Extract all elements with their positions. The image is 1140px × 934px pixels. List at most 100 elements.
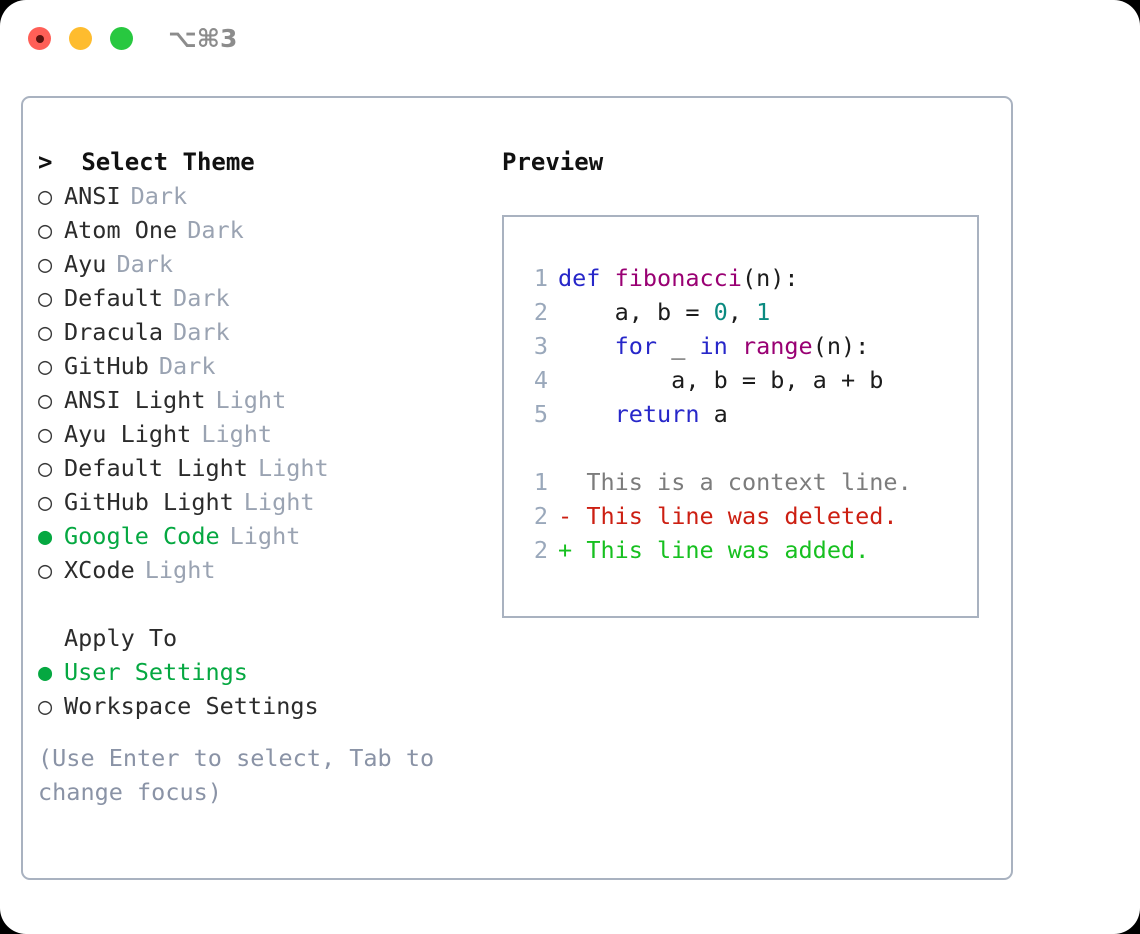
code-token: a, b = b, a + b: [558, 366, 884, 394]
code-line: 5 return a: [504, 397, 977, 431]
line-number: 2: [533, 298, 548, 326]
theme-list-item[interactable]: ○ Dracula Dark: [38, 315, 478, 349]
preview-gap: [504, 431, 977, 465]
apply-to-list: ● User Settings ○ Workspace Settings: [38, 655, 478, 723]
theme-list-item[interactable]: ○ Atom One Dark: [38, 213, 478, 247]
keyboard-hint-text: (Use Enter to select, Tab to change focu…: [38, 744, 435, 806]
code-token: return: [614, 400, 700, 428]
maximize-button[interactable]: [110, 27, 133, 50]
line-number: 4: [533, 366, 548, 394]
code-token: in: [699, 332, 728, 360]
radio-selected-icon[interactable]: ●: [38, 522, 53, 550]
code-token: fibonacci: [614, 264, 742, 292]
code-token: [558, 400, 615, 428]
diff-marker-gap: [572, 468, 586, 496]
theme-category-badge: Dark: [116, 250, 174, 278]
diff-text: This is a context line.: [586, 468, 912, 496]
line-number: 5: [533, 400, 548, 428]
code-line: 1 def fibonacci(n):: [504, 261, 977, 295]
theme-name: Atom One: [64, 216, 178, 244]
apply-to-item[interactable]: ○ Workspace Settings: [38, 689, 478, 723]
apply-to-label: Workspace Settings: [64, 692, 319, 720]
code-token: for: [614, 332, 658, 360]
code-token: ,: [727, 298, 757, 326]
theme-picker-title: > Select Theme: [38, 145, 478, 179]
line-number: 1: [533, 468, 548, 496]
radio-unselected-icon[interactable]: ○: [38, 454, 53, 482]
radio-unselected-icon[interactable]: ○: [38, 352, 53, 380]
radio-unselected-icon[interactable]: ○: [38, 488, 53, 516]
radio-unselected-icon[interactable]: ○: [38, 386, 53, 414]
radio-unselected-icon[interactable]: ○: [38, 420, 53, 448]
close-button[interactable]: [28, 27, 51, 50]
minimize-button[interactable]: [69, 27, 92, 50]
theme-category-badge: Light: [243, 488, 315, 516]
theme-name: ANSI Light: [64, 386, 206, 414]
theme-category-badge: Dark: [187, 216, 244, 244]
keyboard-shortcut-label: ⌥⌘3: [168, 24, 238, 53]
theme-list-item[interactable]: ○ ANSI Dark: [38, 179, 478, 213]
diff-marker: -: [558, 502, 573, 530]
code-token: (n):: [741, 264, 799, 292]
radio-unselected-icon[interactable]: ○: [38, 250, 53, 278]
theme-name: GitHub Light: [64, 488, 234, 516]
theme-category-badge: Dark: [173, 284, 230, 312]
radio-unselected-icon[interactable]: ○: [38, 216, 53, 244]
code-line: 3 for _ in range(n):: [504, 329, 977, 363]
theme-list-item[interactable]: ○ ANSI Light Light: [38, 383, 478, 417]
theme-category-badge: Light: [257, 454, 329, 482]
apply-to-title: Apply To: [38, 621, 478, 655]
apply-to-label: User Settings: [64, 658, 248, 686]
diff-marker: [558, 468, 572, 496]
line-number: 2: [533, 502, 548, 530]
theme-list-item[interactable]: ○ Ayu Dark: [38, 247, 478, 281]
theme-name: Dracula: [64, 318, 164, 346]
line-number: 3: [533, 332, 548, 360]
theme-name: ANSI: [64, 182, 121, 210]
theme-category-badge: Dark: [130, 182, 188, 210]
radio-unselected-icon[interactable]: ○: [38, 182, 53, 210]
theme-name: Ayu Light: [64, 420, 192, 448]
apply-to-indent: [38, 621, 64, 655]
radio-unselected-icon[interactable]: ○: [38, 692, 53, 720]
theme-category-badge: Dark: [173, 318, 230, 346]
code-token: 1: [756, 298, 771, 326]
diff-text: This line was deleted.: [586, 502, 898, 530]
theme-category-badge: Light: [201, 420, 273, 448]
apply-to-item[interactable]: ● User Settings: [38, 655, 478, 689]
title-prefix-caret: >: [38, 148, 53, 176]
traffic-light-buttons: [28, 27, 133, 50]
diff-marker: +: [558, 536, 573, 564]
radio-selected-icon[interactable]: ●: [38, 658, 53, 686]
theme-name: GitHub: [64, 352, 149, 380]
theme-category-badge: Light: [215, 386, 287, 414]
theme-name: Ayu: [64, 250, 107, 278]
theme-list-item[interactable]: ○ Default Dark: [38, 281, 478, 315]
code-token: [600, 264, 614, 292]
code-token: [558, 332, 615, 360]
theme-category-badge: Dark: [158, 352, 216, 380]
radio-unselected-icon[interactable]: ○: [38, 318, 53, 346]
theme-list-item[interactable]: ○ Ayu Light Light: [38, 417, 478, 451]
title-bar: ⌥⌘3: [0, 0, 1140, 78]
radio-unselected-icon[interactable]: ○: [38, 556, 53, 584]
preview-title: Preview: [502, 148, 604, 176]
code-token: (n):: [812, 332, 870, 360]
line-number: 1: [533, 264, 548, 292]
diff-sample: 1 This is a context line. 2- This line wa…: [504, 465, 977, 567]
theme-list-item[interactable]: ○ GitHub Dark: [38, 349, 478, 383]
theme-list-item[interactable]: ○ GitHub Light Light: [38, 485, 478, 519]
radio-unselected-icon[interactable]: ○: [38, 284, 53, 312]
theme-name: Default: [64, 284, 164, 312]
code-line: 4 a, b = b, a + b: [504, 363, 977, 397]
code-token: def: [558, 264, 601, 292]
